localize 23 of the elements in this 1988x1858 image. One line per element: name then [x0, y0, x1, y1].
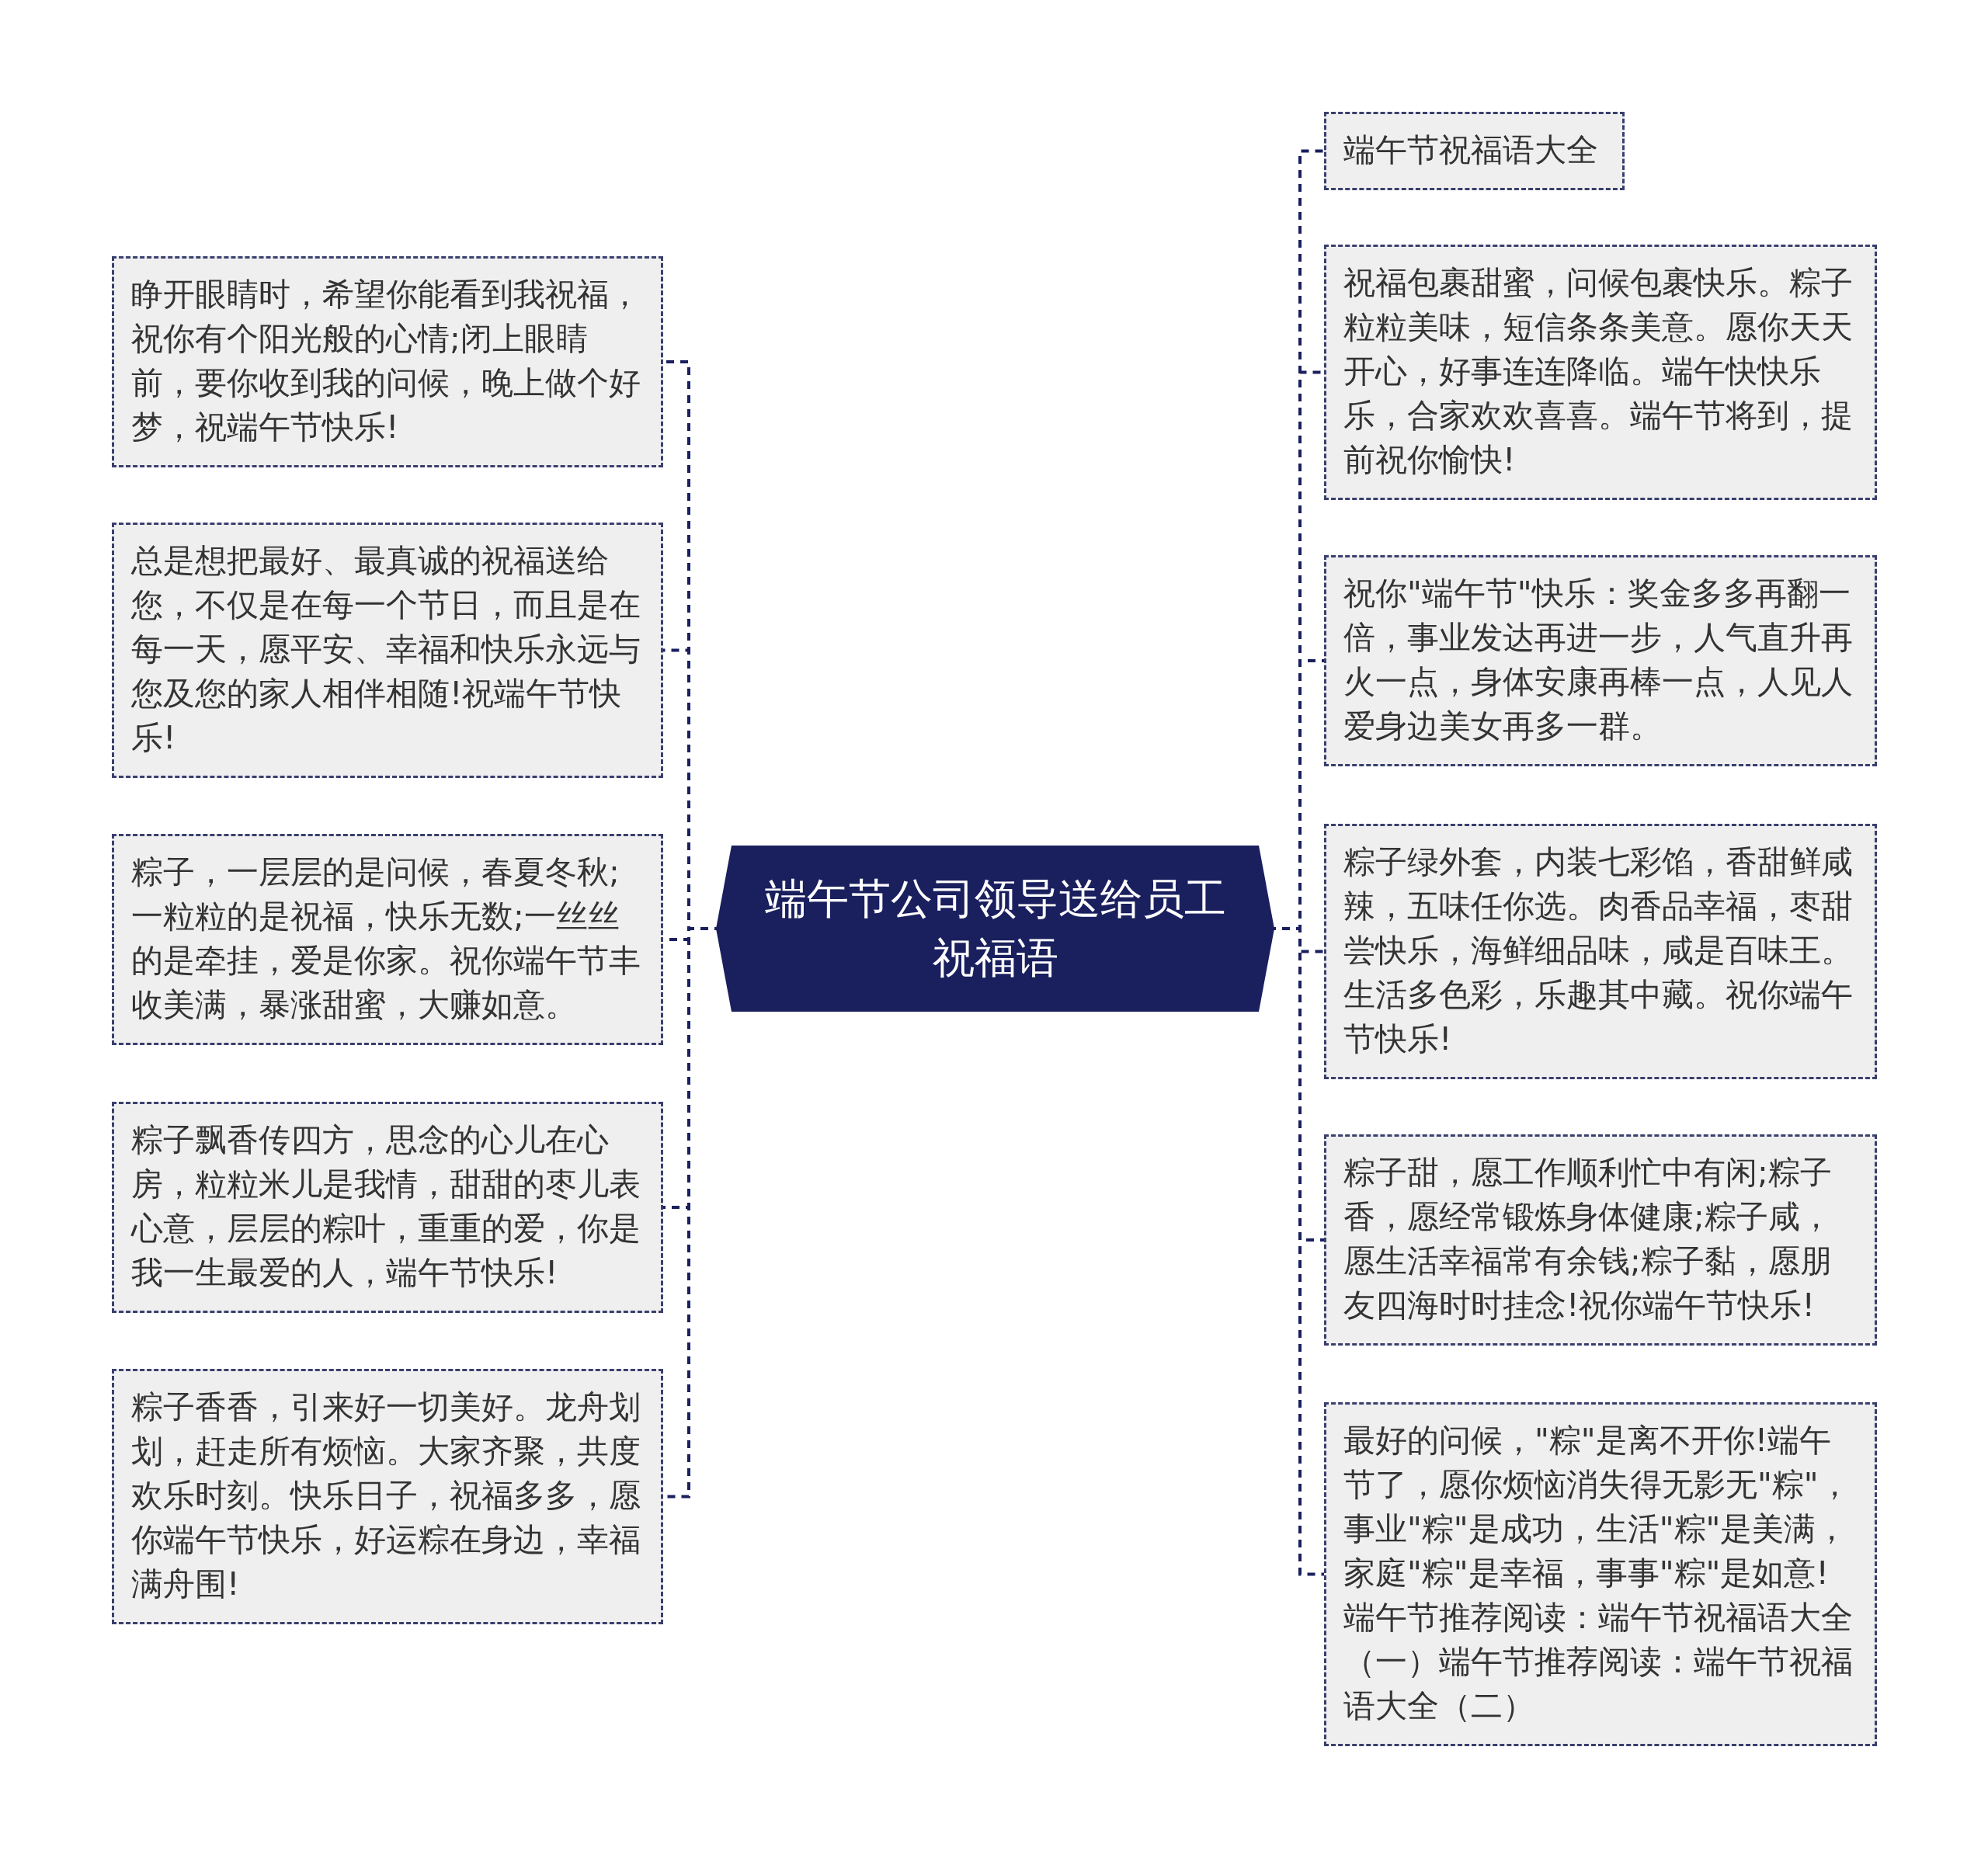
card-text: 粽子绿外套，内装七彩馅，香甜鲜咸辣，五味任你选。肉香品幸福，枣甜尝快乐，海鲜细品味，咸是百味王。生活多色彩，乐趣其中藏。祝你端午节快乐!	[1343, 843, 1853, 1057]
card-text: 端午节祝福语大全	[1343, 131, 1598, 168]
text-card	[112, 1102, 663, 1313]
topic-title: 端午节公司领导送给员工祝福语	[763, 873, 1227, 984]
card-text: 祝福包裹甜蜜，问候包裹快乐。粽子粒粒美味，短信条条美意。愿你天天开心，好事连连降临。端午快快乐乐，合家欢欢喜喜。端午节将到，提前祝你愉快!	[1343, 264, 1853, 478]
card-text: 粽子飘香传四方，思念的心儿在心房，粒粒米儿是我情，甜甜的枣儿表心意，层层的粽叶，重重的爱，你是我一生最爱的人，端午节快乐!	[131, 1121, 641, 1291]
text-card	[1324, 1402, 1877, 1746]
text-card	[1324, 245, 1877, 500]
text-card	[112, 1369, 663, 1624]
card-text: 粽子，一层层的是问候，春夏冬秋;一粒粒的是祝福，快乐无数;一丝丝的是牵挂，爱是你家。祝你端午节丰收美满，暴涨甜蜜，大赚如意。	[131, 853, 641, 1023]
text-card	[1324, 824, 1877, 1079]
text-card	[112, 256, 663, 467]
text-card	[1324, 112, 1625, 190]
text-card	[1324, 1134, 1877, 1346]
card-text: 总是想把最好、最真诚的祝福送给您，不仅是在每一个节日，而且是在每一天，愿平安、幸福和快乐永远与您及您的家人相伴相随!祝端午节快乐!	[131, 542, 641, 756]
text-card	[1324, 555, 1877, 766]
card-text: 粽子香香，引来好一切美好。龙舟划划，赶走所有烦恼。大家齐聚，共度欢乐时刻。快乐日子，祝福多多，愿你端午节快乐，好运粽在身边，幸福满舟围!	[131, 1388, 641, 1603]
text-card	[112, 834, 663, 1045]
card-text: 最好的问候，"粽"是离不开你!端午节了，愿你烦恼消失得无影无"粽"，事业"粽"是成功，生活"粽"是美满，家庭"粽"是幸福，事事"粽"是如意!端午节推荐阅读：端午节祝福语大全（一）端午节推荐阅读：端午节祝福语大全（二）	[1343, 1422, 1853, 1724]
card-text: 粽子甜，愿工作顺利忙中有闲;粽子香，愿经常锻炼身体健康;粽子咸，愿生活幸福常有余钱;粽子黏，愿朋友四海时时挂念!祝你端午节快乐!	[1343, 1154, 1832, 1324]
card-text: 祝你"端午节"快乐：奖金多多再翻一倍，事业发达再进一步，人气直升再火一点，身体安康再棒一点，人见人爱身边美女再多一群。	[1343, 575, 1853, 745]
text-card	[112, 523, 663, 778]
card-text: 睁开眼睛时，希望你能看到我祝福，祝你有个阳光般的心情;闭上眼睛前，要你收到我的问候，晚上做个好梦，祝端午节快乐!	[131, 276, 641, 446]
